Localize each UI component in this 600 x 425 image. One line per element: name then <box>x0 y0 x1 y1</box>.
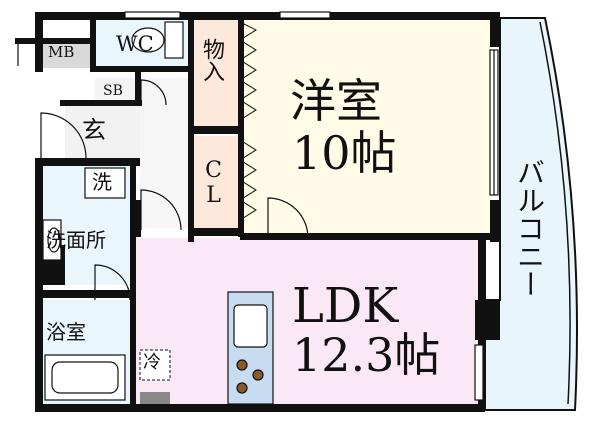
balcony-label: バルコニー <box>513 158 546 298</box>
fridge-base <box>140 392 170 404</box>
stove-burner-2 <box>252 369 264 381</box>
washer-label: 洗 <box>92 170 112 194</box>
stove-burner-1 <box>236 359 248 371</box>
walls <box>15 12 500 412</box>
storage-floor <box>193 18 238 126</box>
folding-doors <box>239 21 258 221</box>
western-room-floor <box>240 18 490 238</box>
fridge-box <box>139 349 171 381</box>
closet-floor <box>193 136 238 232</box>
bathroom-label: 浴室 <box>46 320 86 344</box>
washbasin <box>42 219 62 261</box>
western-room-name: 洋室 <box>290 74 382 128</box>
washer-box <box>84 167 126 199</box>
balcony-outline <box>479 17 578 411</box>
wc-label: WC <box>116 32 154 56</box>
closet-label: CL <box>201 158 226 208</box>
balcony-rail <box>539 21 571 405</box>
window-marks <box>124 11 499 401</box>
sb-label: SB <box>103 83 123 99</box>
ldk-name: LDK <box>292 278 399 334</box>
entrance-label: 玄 <box>82 116 106 144</box>
western-room-size: 10帖 <box>292 126 397 180</box>
fridge-label: 冷 <box>143 352 161 373</box>
bathtub <box>44 354 126 401</box>
ldk-floor <box>135 238 480 408</box>
toilet <box>131 21 184 59</box>
door-swings <box>17 44 309 301</box>
storage-label: 物入 <box>199 38 224 82</box>
washroom-label: 洗面所 <box>46 228 106 252</box>
mb-label: MB <box>48 43 75 61</box>
hall-floor <box>140 78 190 228</box>
ldk-size: 12.3帖 <box>292 328 441 382</box>
mb-floor <box>38 40 95 68</box>
kitchen-counter <box>227 291 274 405</box>
stove-burner-3 <box>236 382 248 394</box>
